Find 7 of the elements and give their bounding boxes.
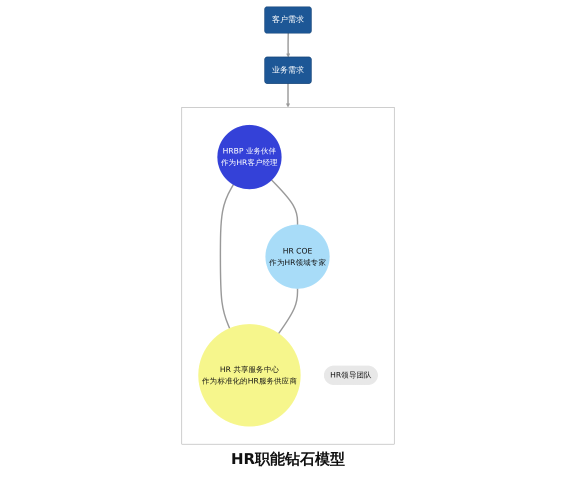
connector bbox=[220, 184, 234, 328]
caption: HR职能钻石模型 bbox=[230, 450, 346, 468]
arrow bbox=[286, 32, 290, 57]
connector bbox=[271, 179, 298, 224]
connector bbox=[278, 288, 298, 334]
cluster bbox=[182, 106, 394, 444]
arrow bbox=[286, 83, 290, 107]
